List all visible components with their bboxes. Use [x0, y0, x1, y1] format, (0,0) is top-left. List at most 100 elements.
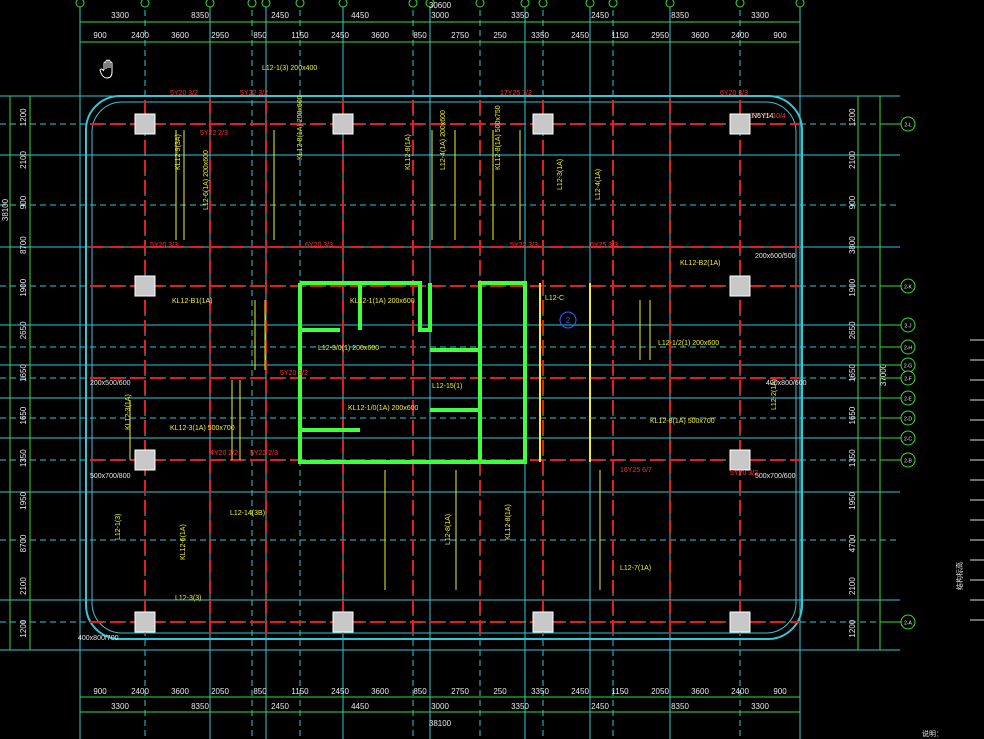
building-outline	[85, 95, 803, 640]
top-dimension: 3000	[431, 11, 449, 20]
rebar-label: 17Y25 10/4	[750, 113, 786, 120]
section-label: N6Y14	[752, 113, 774, 120]
top-dimension-detail: 1150	[611, 31, 629, 40]
axis-label: 2-H	[904, 345, 912, 351]
section-label: 500x700/800	[90, 473, 131, 480]
top-dimension-detail: 2450	[571, 31, 589, 40]
rebar-label: 6Y20 3/3	[305, 242, 333, 249]
rebar-label: 16Y25 6/7	[620, 467, 652, 474]
rebar-label: 5Y22 3/2	[240, 90, 268, 97]
top-dimension-detail: 850	[253, 31, 267, 40]
axis-bubble-top	[538, 0, 548, 8]
left-dimension: 1950	[19, 491, 28, 509]
beam-label: L12-1(3) 200x400	[262, 65, 317, 72]
axis-bubbles: 2-L2-K2-J2-H2-G2-F2-E2-D2-C2-B2-A	[880, 116, 916, 630]
axis-bubble-top	[140, 0, 150, 8]
top-dimension-detail: 3600	[691, 31, 709, 40]
right-dimension: 1650	[848, 406, 857, 424]
top-dimension-detail: 2450	[331, 31, 349, 40]
bottom-dimension-detail: 2400	[731, 687, 749, 696]
beam-label: KL12-B2(1A)	[680, 260, 720, 267]
top-dimension-detail: 850	[413, 31, 427, 40]
top-dimension: 3300	[751, 11, 769, 20]
left-total-dimension: 38100	[1, 198, 10, 221]
rebar-label: 5Y20 3/3	[150, 242, 178, 249]
left-dimension: 1350	[19, 449, 28, 467]
bottom-dimension-detail: 2400	[131, 687, 149, 696]
bottom-dimension-detail: 2750	[451, 687, 469, 696]
beam-label: L12-2(1A)	[771, 379, 778, 410]
axis-bubble-top	[425, 0, 435, 8]
axis-bubble	[900, 430, 916, 446]
section-label: 500x700/600	[755, 473, 796, 480]
rebar-label: 5Y22 3/3	[510, 242, 538, 249]
column	[532, 113, 554, 135]
top-dimension-detail: 1150	[291, 31, 309, 40]
bottom-dimension-detail: 2450	[331, 687, 349, 696]
beam-label: L12-3(1A)	[557, 159, 564, 190]
axis-bubble	[900, 370, 916, 386]
hand-pan-icon[interactable]	[99, 59, 113, 79]
bottom-dimension: 8350	[191, 702, 209, 711]
axis-bubble-top	[795, 0, 805, 8]
top-dimension-detail: 3600	[171, 31, 189, 40]
right-dimension: 1350	[848, 449, 857, 467]
top-dimension-detail: 2400	[731, 31, 749, 40]
top-dimension-detail: 900	[93, 31, 107, 40]
bottom-dimension: 3350	[511, 702, 529, 711]
axis-bubble	[900, 116, 916, 132]
beam-label: KL12-3(1A)	[125, 394, 132, 430]
left-dimension: 2100	[19, 150, 28, 168]
dimension-lines	[9, 21, 881, 713]
beam-label: L12-15(1)	[432, 383, 462, 390]
top-dimension-detail: 2950	[651, 31, 669, 40]
elevation-table: 结构标高	[955, 339, 984, 621]
axis-label: 2-E	[904, 396, 912, 402]
bottom-dimension-detail: 2450	[571, 687, 589, 696]
bottom-dimension-detail: 1150	[611, 687, 629, 696]
column	[729, 449, 751, 471]
beam-label: KL12-8(1A) 500x700	[650, 418, 715, 425]
axis-label: 2-J	[905, 323, 912, 329]
top-dimension: 3300	[111, 11, 129, 20]
axis-bubble-top	[338, 0, 348, 8]
section-label: 400x800/600	[766, 380, 807, 387]
beam-label: L12-1/2(1) 200x600	[658, 340, 719, 347]
rebar-label: 5Y22 2/3	[200, 130, 228, 137]
axis-label: 2-F	[904, 376, 912, 382]
right-dimension: 1650	[848, 364, 857, 382]
right-total-dimension: 37000	[879, 363, 888, 386]
rebar-label: 5Y20 3/2	[280, 370, 308, 377]
right-dimension: 2650	[848, 321, 857, 339]
columns	[134, 113, 751, 633]
section-label: 200x600/500	[755, 253, 796, 260]
rebar-label: 5Y22 2/3	[250, 450, 278, 457]
axis-bubble	[900, 339, 916, 355]
beam-label: L12-6(1A) 200x600	[203, 150, 210, 210]
left-dimension: 1650	[19, 364, 28, 382]
red-beam-lines	[90, 100, 800, 640]
column	[532, 611, 554, 633]
rebar-label: 5Y20 3/2	[730, 470, 758, 477]
beam-label: L12-C	[545, 295, 564, 302]
bottom-total-dimension: 38100	[429, 719, 452, 728]
axis-bubble-top	[520, 0, 530, 8]
svg-text:2: 2	[566, 316, 571, 325]
axis-bubble-top	[247, 0, 257, 8]
bottom-dimension-detail: 250	[493, 687, 507, 696]
elevation-label: 结构标高	[955, 562, 964, 590]
left-dimension: 8700	[19, 236, 28, 254]
column	[729, 113, 751, 135]
column	[729, 275, 751, 297]
axis-bubble-top	[261, 0, 271, 8]
bottom-dimension-detail: 3350	[531, 687, 549, 696]
section-label: 400x800/700	[78, 635, 119, 642]
top-dimension-detail: 2750	[451, 31, 469, 40]
beam-label: L12-8(1A)	[445, 514, 452, 545]
bottom-dimension-detail: 900	[93, 687, 107, 696]
right-dimension: 1900	[848, 278, 857, 296]
beam-label: KL12-8(1A)	[405, 134, 412, 170]
axis-label: 2-A	[904, 620, 912, 626]
